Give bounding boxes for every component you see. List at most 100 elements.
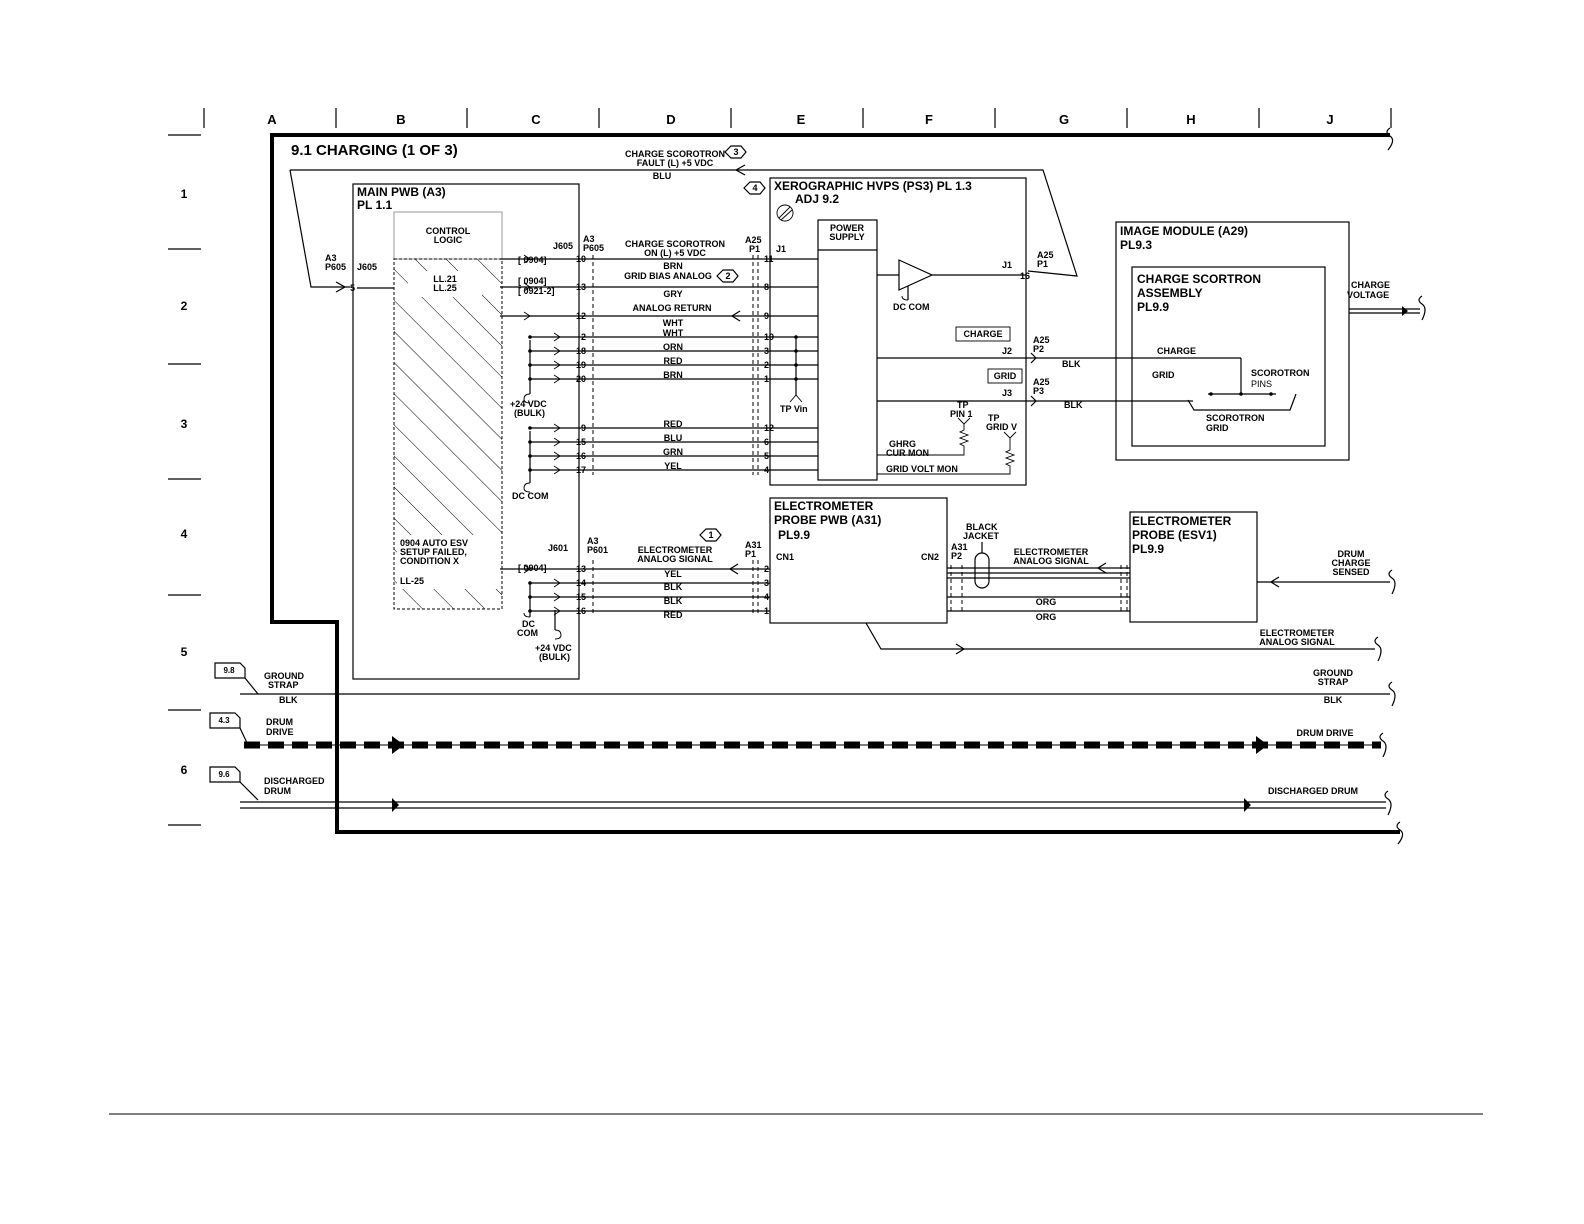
svg-text:P3: P3: [1033, 386, 1044, 396]
wire-text: 19: [764, 332, 774, 342]
svg-text:P1: P1: [749, 244, 760, 254]
wire-text: YEL: [664, 569, 682, 579]
page-title: 9.1 CHARGING (1 OF 3): [291, 142, 458, 159]
svg-text:A31: A31: [951, 542, 968, 552]
row-label: 4: [181, 527, 188, 541]
svg-text:0904 AUTO ESV: 0904 AUTO ESV: [400, 538, 468, 548]
svg-text:GRID: GRID: [994, 371, 1017, 381]
svg-text:LOGIC: LOGIC: [434, 235, 463, 245]
svg-text:P601: P601: [587, 545, 608, 555]
wire-text: BLK: [664, 596, 683, 606]
svg-text:COM: COM: [517, 628, 538, 638]
svg-text:J2: J2: [1002, 346, 1012, 356]
svg-text:DRUM: DRUM: [266, 717, 293, 727]
svg-text:PL9.3: PL9.3: [1120, 238, 1152, 252]
junction-dot: [528, 335, 532, 339]
wire-text: 19: [576, 360, 586, 370]
wire-arrow: [553, 423, 561, 433]
svg-text:CONDITION X: CONDITION X: [400, 556, 459, 566]
svg-text:[ 0904]: [ 0904]: [518, 276, 547, 286]
svg-text:SCOROTRON: SCOROTRON: [1206, 413, 1265, 423]
wire-text: 1: [764, 374, 769, 384]
svg-text:TP: TP: [988, 413, 1000, 423]
wire-arrow: [523, 254, 531, 264]
wire-arrow: [523, 564, 531, 574]
wire-arrow: [553, 346, 561, 356]
column-label: D: [666, 112, 675, 127]
column-label: C: [531, 112, 541, 127]
column-header: A B C D E F G H J: [203, 108, 1392, 128]
ref-tag: [214, 662, 246, 679]
svg-text:CHARGE: CHARGE: [1157, 346, 1196, 356]
wire-text: YEL: [664, 461, 682, 471]
wire-text: 9: [764, 311, 769, 321]
svg-text:P1: P1: [1037, 259, 1048, 269]
wire-text: 5: [764, 451, 769, 461]
svg-text:J3: J3: [1002, 388, 1012, 398]
svg-text:POWER: POWER: [830, 223, 865, 233]
svg-text:16: 16: [1020, 271, 1030, 281]
svg-text:SETUP FAILED,: SETUP FAILED,: [400, 547, 467, 557]
flag-2: [716, 269, 739, 283]
wire-text: 1: [764, 606, 769, 616]
power-supply-block: [817, 219, 878, 481]
diagram-frame: [270, 133, 1400, 834]
column-label: E: [797, 112, 806, 127]
svg-text:IMAGE MODULE (A29): IMAGE MODULE (A29): [1120, 224, 1248, 238]
svg-text:LL-25: LL-25: [400, 576, 424, 586]
wire-text: 15: [576, 592, 586, 602]
svg-text:J1: J1: [776, 244, 786, 254]
svg-text:GRID V: GRID V: [986, 422, 1017, 432]
svg-text:P2: P2: [951, 551, 962, 561]
wire-text: 18: [576, 346, 586, 356]
wire-text: RED: [663, 610, 683, 620]
svg-text:ORG: ORG: [1036, 612, 1057, 622]
drum-drive: 4.3 DRUM DRIVE DRUM DRIVE: [209, 712, 1387, 758]
flag-3: [724, 145, 747, 159]
svg-text:DRIVE: DRIVE: [266, 727, 294, 737]
wire-arrow: [553, 606, 561, 616]
wire-text: 8: [764, 282, 769, 292]
svg-text:DISCHARGED: DISCHARGED: [264, 776, 325, 786]
row-label: 5: [181, 645, 188, 659]
svg-text:DC: DC: [522, 619, 535, 629]
wire-arrow: [553, 332, 561, 342]
row-label: 2: [181, 299, 188, 313]
wire-text: 2: [581, 332, 586, 342]
svg-text:ELECTROMETER: ELECTROMETER: [638, 545, 713, 555]
wire-text: 2: [764, 564, 769, 574]
svg-text:CHARGE: CHARGE: [963, 329, 1002, 339]
charge-scorotron-fault-signal: CHARGE SCOROTRON FAULT (L) +5 VDC BLU 3 …: [289, 145, 1078, 293]
wire-text: GRY: [663, 289, 682, 299]
svg-text:A3: A3: [583, 234, 595, 244]
svg-text:A25: A25: [745, 235, 762, 245]
svg-text:+24 VDC: +24 VDC: [535, 643, 572, 653]
main-pwb-box: MAIN PWB (A3) PL 1.1 CONTROL LOGIC LL.21…: [325, 183, 580, 680]
svg-text:P605: P605: [325, 262, 346, 272]
svg-text:A25: A25: [1033, 377, 1050, 387]
wire-text: 3: [764, 346, 769, 356]
wire-text: BRN: [663, 261, 683, 271]
svg-text:CN2: CN2: [921, 552, 939, 562]
svg-text:LL.25: LL.25: [433, 283, 457, 293]
wire-text: GRN: [663, 447, 683, 457]
wire-arrow: [728, 563, 739, 575]
wire-labels-b: 1 ELECTROMETER ANALOG SIGNAL DC COM +24 …: [517, 528, 722, 662]
row-header: 1 2 3 4 5 6: [168, 134, 201, 826]
row-label: 3: [181, 417, 188, 431]
wire-text: 4: [764, 465, 769, 475]
svg-text:CONTROL: CONTROL: [426, 226, 471, 236]
column-label: F: [925, 112, 933, 127]
svg-text:A25: A25: [1033, 335, 1050, 345]
wire-text: 4: [764, 592, 769, 602]
svg-text:GROUND: GROUND: [264, 671, 304, 681]
wire-arrow: [553, 465, 561, 475]
svg-text:(BULK): (BULK): [514, 408, 545, 418]
column-label: B: [396, 112, 405, 127]
svg-text:ELECTROMETER: ELECTROMETER: [1132, 514, 1232, 528]
black-jacket-shield: [974, 552, 990, 589]
wire-text: 2: [764, 360, 769, 370]
svg-text:BLU: BLU: [653, 171, 672, 181]
svg-text:CHARGE SCOROTRON: CHARGE SCOROTRON: [625, 149, 725, 159]
